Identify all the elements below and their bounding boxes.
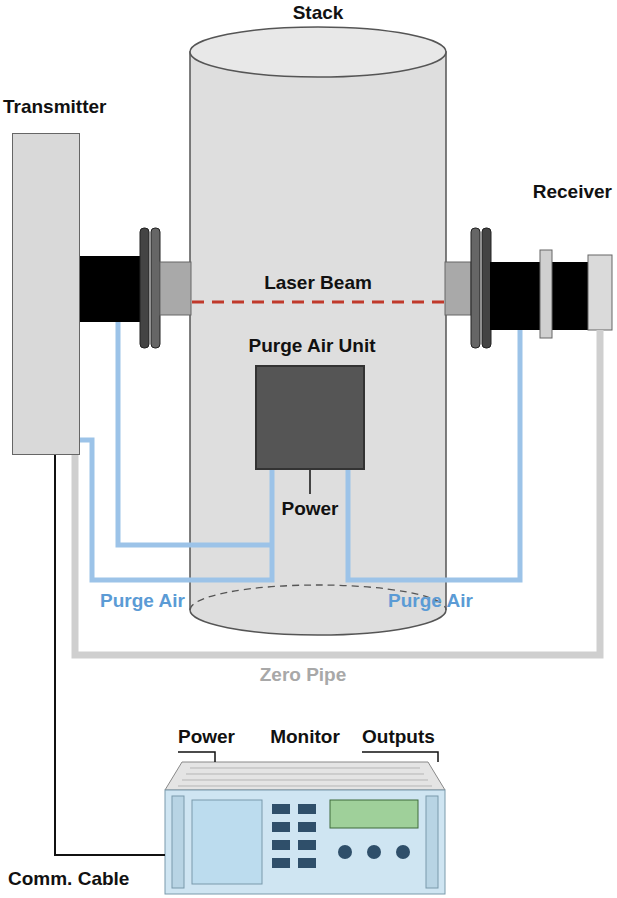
- comm-cable: [55, 455, 165, 855]
- purge-air-label: Purge Air: [388, 590, 473, 612]
- illustration-part: [298, 840, 316, 850]
- illustration-part: [172, 796, 184, 888]
- illustration-part: [540, 250, 552, 338]
- power-label: Power: [178, 726, 235, 748]
- illustration-part: [186, 774, 424, 775]
- illustration-part: [272, 858, 290, 868]
- receiver-flange: [445, 228, 612, 348]
- monitor-unit: Monitor: [165, 762, 445, 894]
- illustration-part: [80, 256, 142, 322]
- power-leader: [178, 752, 215, 762]
- illustration-part: [190, 768, 420, 769]
- transmitter-box: Transmitter: [12, 133, 80, 455]
- purge-air-line: [348, 330, 520, 580]
- transmitter-flange: [80, 228, 191, 348]
- illustration-part: [190, 52, 446, 635]
- node-heading: Receiver: [533, 181, 612, 203]
- illustration-part: [482, 228, 491, 348]
- zero-pipe-line: [75, 330, 600, 655]
- monitor-device: [165, 762, 445, 894]
- purge-air-label: Purge Air: [100, 590, 185, 612]
- comm-cable: [55, 455, 165, 855]
- illustration-part: [165, 762, 445, 790]
- power-leader: [309, 470, 311, 494]
- illustration-part: [396, 845, 410, 859]
- purge-air-line: [80, 440, 272, 580]
- illustration-part: [445, 262, 471, 315]
- outputs-leader: [362, 752, 438, 762]
- illustration-part: [182, 780, 428, 781]
- stack-label: Stack: [293, 2, 344, 24]
- illustration-part: [140, 228, 149, 348]
- node-heading: Transmitter: [3, 96, 106, 118]
- illustration-part: [330, 800, 418, 828]
- illustration-part: [192, 800, 262, 884]
- power-label: Power: [281, 498, 338, 520]
- illustration-part: [190, 27, 446, 77]
- zero-pipe-line: [75, 330, 600, 655]
- purge-air-line: [80, 440, 272, 580]
- illustration-part: [178, 786, 432, 787]
- purge-air-unit: Purge Air Unit: [255, 365, 365, 470]
- node-heading: Monitor: [270, 726, 340, 748]
- illustration-part: [588, 255, 612, 330]
- illustration-part: [178, 768, 432, 786]
- illustration-part: [160, 262, 191, 315]
- zero-pipe-label: Zero Pipe: [260, 664, 347, 686]
- illustration-part: [272, 840, 290, 850]
- receiver-box: Receiver: [490, 255, 612, 330]
- illustration-part: [338, 845, 352, 859]
- illustration-part: [151, 228, 160, 348]
- illustration-part: [367, 845, 381, 859]
- comm-cable-label: Comm. Cable: [8, 868, 129, 890]
- illustration-part: [298, 858, 316, 868]
- laser-beam-label: Laser Beam: [264, 272, 372, 294]
- illustration-part: [338, 845, 410, 859]
- illustration-part: [272, 804, 316, 868]
- illustration-part: [490, 262, 588, 330]
- illustration-part: [471, 228, 480, 348]
- illustration-part: [298, 804, 316, 814]
- illustration-part: [272, 822, 290, 832]
- illustration-part: [426, 796, 438, 888]
- outputs-label: Outputs: [362, 726, 435, 748]
- laser-beam: [192, 301, 444, 304]
- illustration-part: [298, 822, 316, 832]
- purge-air-line: [348, 330, 520, 580]
- illustration-part: [272, 804, 290, 814]
- illustration-part: [165, 790, 445, 894]
- node-heading: Purge Air Unit: [248, 335, 375, 357]
